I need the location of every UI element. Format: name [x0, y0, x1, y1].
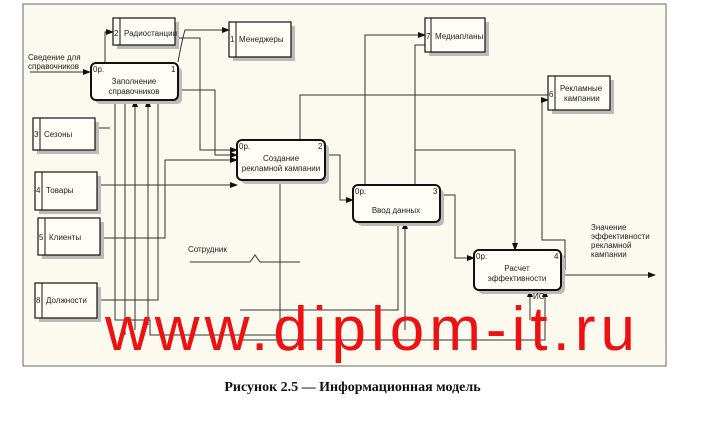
- store-label: Медиапланы: [435, 32, 483, 41]
- data-store-clients[interactable]: 5 Клиенты: [37, 217, 104, 259]
- employee-flow-label: Сотрудник: [188, 245, 227, 254]
- process-fill-references[interactable]: 0р. 1 Заполнение справочников: [90, 62, 182, 104]
- data-store-goods[interactable]: 4 Товары: [34, 171, 101, 214]
- store-number: 7: [426, 32, 431, 41]
- store-label: Радиостанции: [124, 29, 177, 38]
- store-number: 2: [114, 29, 119, 38]
- process-number: 3: [433, 187, 438, 196]
- input-flow-label: справочников: [28, 62, 79, 71]
- store-number: 6: [549, 90, 554, 99]
- process-label: Создание: [263, 154, 300, 163]
- process-tag: 0р.: [476, 252, 487, 261]
- data-store-managers[interactable]: 1 Менеджеры: [228, 21, 295, 61]
- process-tag: 0р.: [239, 142, 250, 151]
- input-flow-label: Сведение для: [28, 53, 81, 62]
- data-store-ad-campaigns[interactable]: 6 Рекламные кампании: [547, 75, 614, 114]
- data-store-seasons[interactable]: 3 Сезоны: [32, 117, 99, 154]
- process-tag: 0р.: [93, 65, 104, 74]
- process-number: 1: [171, 65, 176, 74]
- connector-lines: [30, 27, 656, 341]
- store-label: кампании: [564, 94, 600, 103]
- process-label: эффективности: [488, 274, 547, 283]
- store-number: 8: [36, 296, 41, 305]
- output-flow-label: Значение: [591, 223, 627, 232]
- process-label: Заполнение: [112, 77, 157, 86]
- process-number: 4: [554, 252, 559, 261]
- output-flow-label: эффективности: [591, 232, 650, 241]
- store-label: Сезоны: [44, 130, 72, 139]
- process-label: Ввод данных: [372, 206, 420, 215]
- store-label: Рекламные: [560, 84, 603, 93]
- figure-caption: Рисунок 2.5 — Информационная модель: [224, 380, 481, 395]
- store-number: 1: [230, 35, 235, 44]
- process-label: Расчет: [504, 264, 530, 273]
- store-number: 5: [39, 233, 44, 242]
- store-label: Товары: [46, 186, 74, 195]
- store-number: 3: [34, 130, 39, 139]
- process-number: 2: [318, 142, 323, 151]
- process-data-entry[interactable]: 0р. 3 Ввод данных: [352, 184, 444, 226]
- data-store-media-plans[interactable]: 7 Медиапланы: [424, 17, 489, 56]
- process-label: справочников: [108, 87, 159, 96]
- process-tag: 0р.: [355, 187, 366, 196]
- process-efficiency-calc[interactable]: 0р. 4 Расчет эффективности: [473, 249, 565, 294]
- data-store-radio-stations[interactable]: 2 Радиостанции: [112, 17, 179, 49]
- process-create-campaign[interactable]: 0р. 2 Создание рекламной кампании: [236, 139, 329, 184]
- process-label: рекламной кампании: [242, 164, 320, 173]
- data-store-positions[interactable]: 8 Должности: [34, 282, 101, 322]
- output-flow-label: рекламной: [591, 241, 631, 250]
- store-label: Клиенты: [49, 233, 81, 242]
- is-flow-label: ИС: [533, 292, 545, 301]
- store-number: 4: [36, 186, 41, 195]
- output-flow-label: кампании: [591, 250, 627, 259]
- store-label: Должности: [46, 296, 87, 305]
- store-label: Менеджеры: [239, 35, 284, 44]
